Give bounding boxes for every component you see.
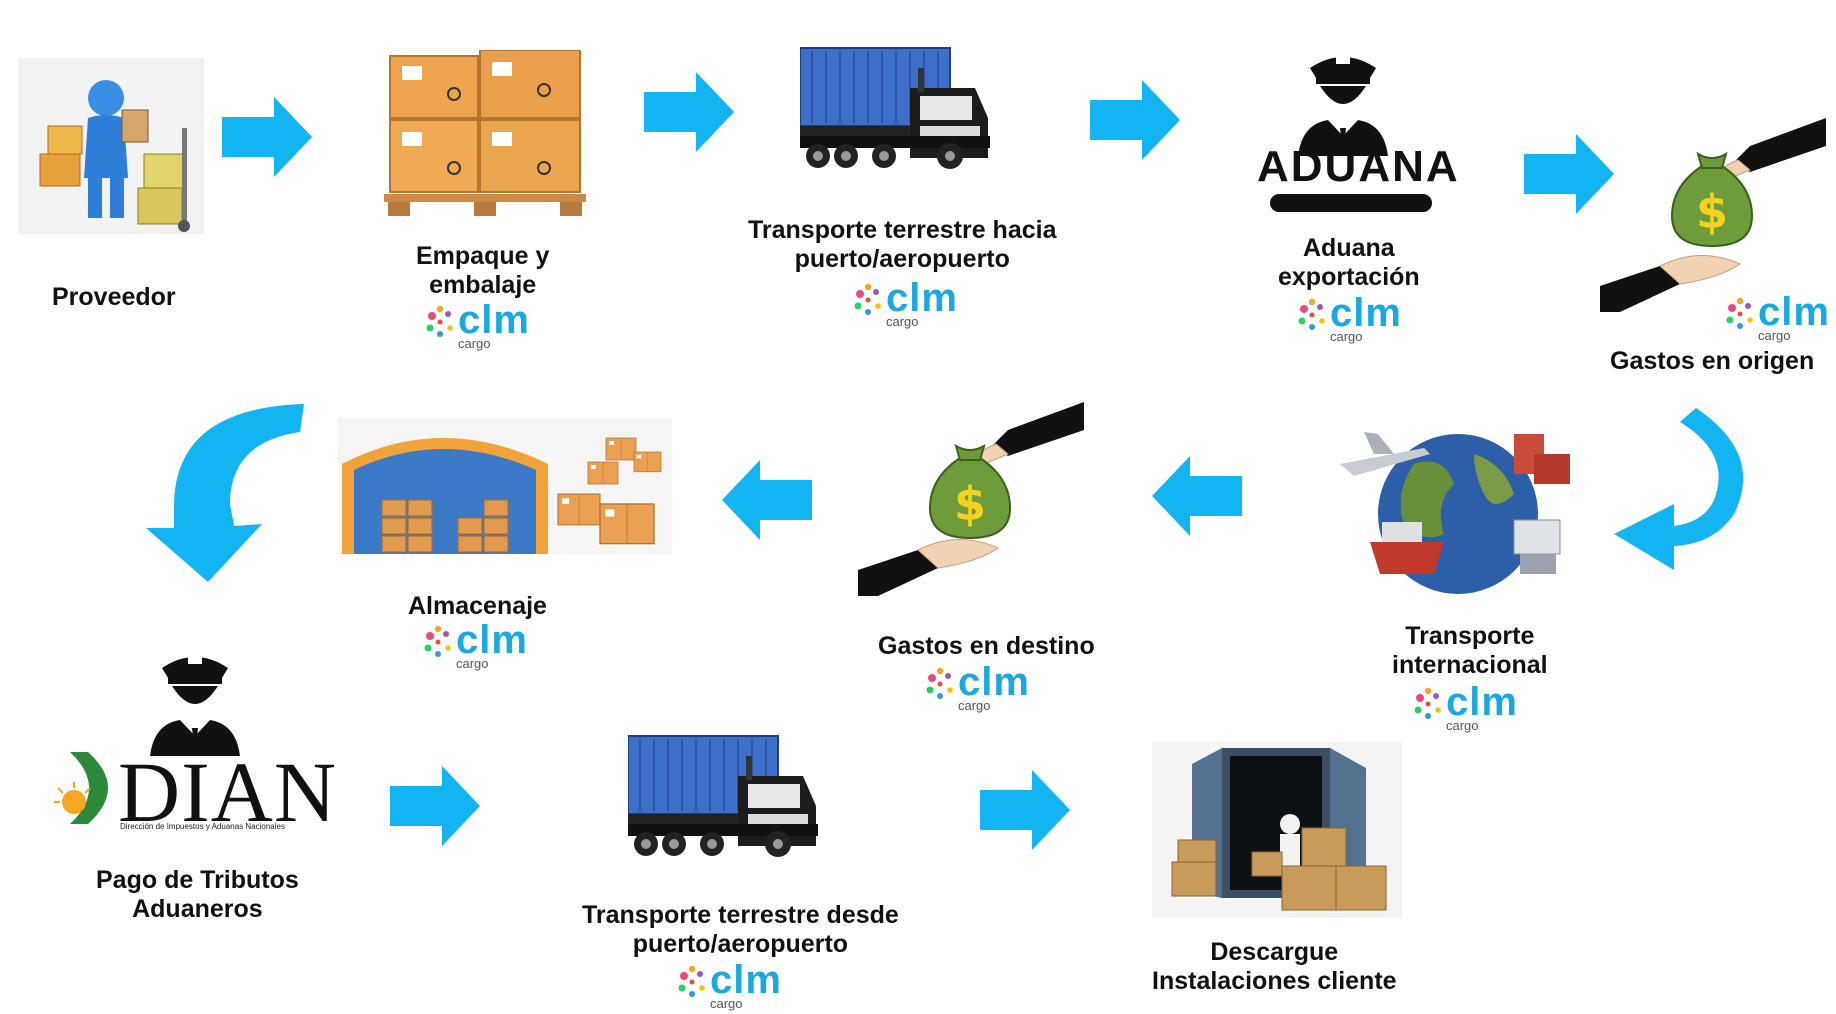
step-label: Pago de Tributos Aduaneros [96, 866, 299, 923]
logo-dots-icon [926, 667, 953, 699]
logo-dots-icon [1298, 298, 1325, 330]
logo-dots-icon [424, 625, 451, 657]
container-unloading-icon [1152, 742, 1402, 918]
dian-sun-icon [54, 752, 108, 824]
clm-cargo-logo: clm cargo [422, 618, 542, 674]
step-label: Gastos en destino [878, 632, 1095, 660]
logo-dots-icon [854, 283, 881, 315]
dian-wordmark: DIAN [118, 744, 337, 840]
aduana-word: ADUANA [1257, 142, 1460, 191]
globe-transport-icon [1340, 432, 1570, 594]
aduana-bar [1270, 194, 1432, 212]
step-label: Empaque y embalaje [416, 242, 550, 299]
step-label: Transporte terrestre hacia puerto/aeropu… [748, 216, 1057, 273]
clm-cargo-logo: clm cargo [1724, 290, 1836, 346]
warehouse-icon [338, 418, 672, 554]
clm-cargo-logo: clm cargo [1412, 680, 1532, 736]
step-label: Aduana exportación [1278, 234, 1420, 291]
clm-cargo-logo: clm cargo [852, 276, 972, 332]
money-bag-handover-icon [858, 402, 1084, 596]
arrow-right-icon [980, 770, 1070, 850]
arrow-left-icon [1152, 456, 1242, 536]
clm-cargo-logo: clm cargo [676, 958, 796, 1014]
curved-arrow-icon [146, 404, 304, 582]
step-label: Proveedor [52, 283, 176, 311]
arrow-left-icon [722, 460, 812, 540]
step-label: Descargue Instalaciones cliente [1152, 938, 1397, 995]
arrow-right-icon [1090, 80, 1180, 160]
step-label: Transporte internacional [1392, 622, 1548, 679]
dian-subtitle: Dirección de Impuestos y Aduanas Naciona… [120, 822, 285, 831]
clm-cargo-logo: clm cargo [1296, 291, 1416, 347]
step-label: Gastos en origen [1610, 347, 1815, 375]
arrow-right-icon [390, 766, 480, 846]
step-label: Transporte terrestre desde puerto/aeropu… [582, 901, 899, 958]
arrow-right-icon [222, 97, 312, 177]
logo-dots-icon [1414, 687, 1441, 719]
money-bag-handover-icon [1600, 118, 1826, 312]
pallet-boxes-icon [384, 50, 586, 216]
curved-arrow-icon [1614, 408, 1744, 570]
container-truck-icon [628, 735, 819, 858]
logo-dots-icon [426, 305, 453, 337]
clm-cargo-logo: clm cargo [924, 660, 1044, 716]
clm-cargo-logo: clm cargo [424, 298, 544, 354]
step-label: Almacenaje [408, 592, 547, 620]
supplier-worker-icon [18, 58, 204, 234]
container-truck-icon [800, 47, 991, 170]
arrow-right-icon [644, 72, 734, 152]
logo-dots-icon [1726, 297, 1753, 329]
customs-officer-icon [1298, 56, 1388, 156]
logo-dots-icon [678, 965, 705, 997]
